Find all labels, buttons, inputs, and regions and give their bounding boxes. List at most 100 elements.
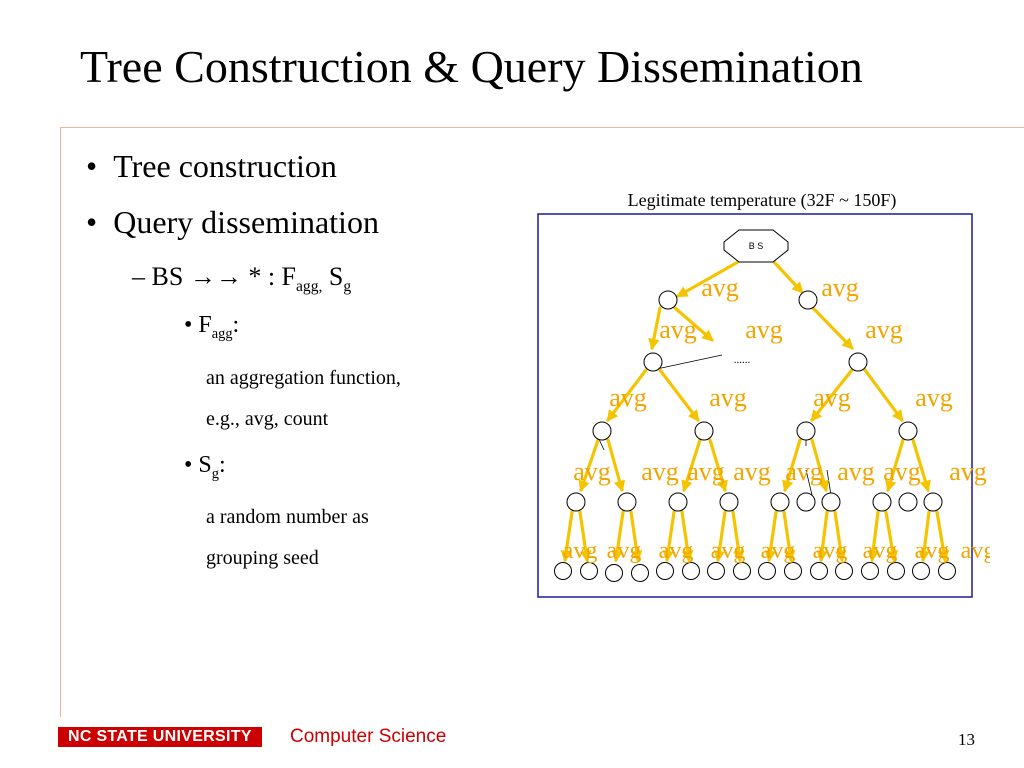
dissemination-arrow	[863, 368, 904, 422]
avg-label: avg	[915, 383, 953, 412]
dissemination-arrow	[708, 438, 728, 493]
avg-label: avg	[813, 383, 851, 412]
root-node-bs	[723, 229, 789, 263]
bullet-f-agg: • Fagg:	[184, 312, 239, 343]
sub-bullet-bs: – BS →→ * : Fagg, Sg	[132, 262, 351, 296]
f-text: F	[198, 312, 212, 338]
dissemination-arrow	[810, 368, 854, 422]
sensor-node-level-5	[707, 562, 725, 580]
sensor-node-level-3	[694, 421, 714, 441]
sensor-node-level-4	[617, 492, 637, 512]
avg-label: avg	[711, 538, 746, 564]
sensor-node-level-1	[658, 290, 678, 310]
avg-label: avg	[761, 538, 796, 564]
avg-label: avg	[609, 383, 647, 412]
sensor-node-level-4	[719, 492, 739, 512]
dissemination-arrow	[935, 510, 950, 563]
avg-label: avg	[563, 538, 598, 564]
colon: :	[218, 452, 226, 478]
sensor-node-level-5	[912, 562, 930, 580]
bullet-text: Tree construction	[113, 148, 337, 184]
dissemination-arrow	[764, 510, 778, 563]
sensor-node-level-3	[898, 421, 918, 441]
sensor-node-level-5	[580, 562, 598, 580]
dissemination-arrow	[611, 510, 625, 563]
bullet-tree-construction: • Tree construction	[86, 148, 337, 185]
bullet-dot: •	[184, 312, 193, 338]
g-subscript: g	[211, 465, 219, 482]
avg-label: avg	[709, 383, 747, 412]
dissemination-arrow	[782, 510, 796, 563]
bullet-dot: •	[86, 148, 98, 184]
target-text: * : F	[241, 262, 296, 291]
dissemination-arrow	[713, 510, 727, 563]
dissemination-arrow	[578, 510, 592, 563]
sensor-node-level-4	[923, 492, 943, 512]
slide-title: Tree Construction & Query Dissemination	[80, 41, 863, 92]
avg-label: avg	[659, 315, 697, 344]
avg-label: avg	[961, 538, 990, 564]
sensor-node-level-5	[758, 562, 776, 580]
left-divider	[60, 127, 61, 717]
sensor-node-level-4	[898, 492, 918, 512]
g-subscript: g	[343, 278, 352, 296]
dissemination-arrow	[867, 510, 880, 563]
bullet-query-dissemination: • Query dissemination	[86, 204, 379, 241]
s-g-desc-1: a random number as	[206, 506, 369, 528]
avg-label: avg	[641, 457, 679, 486]
dissemination-arrow	[816, 510, 829, 563]
s-text: S	[198, 452, 212, 478]
avg-label: avg	[813, 538, 848, 564]
dissemination-arrow	[673, 306, 714, 342]
dissemination-arrow	[782, 438, 802, 493]
bullet-dot: •	[184, 452, 193, 478]
bs-text: BS	[151, 262, 190, 291]
bullet-dot: •	[86, 204, 98, 240]
dissemination-arrow	[606, 368, 648, 422]
avg-label: avg	[701, 273, 739, 302]
page-number: 13	[958, 730, 975, 749]
tree-edge	[805, 469, 813, 496]
sensor-node-level-2	[643, 352, 663, 372]
dissemination-arrow	[811, 306, 854, 350]
avg-label: avg	[659, 538, 694, 564]
avg-label: avg	[863, 538, 898, 564]
dissemination-arrow	[560, 510, 574, 563]
avg-label: avg	[865, 315, 903, 344]
tree-edges	[560, 260, 950, 563]
sensor-node-level-4	[770, 492, 790, 512]
avg-label: avg	[821, 273, 859, 302]
dissemination-arrow	[911, 438, 931, 493]
dissemination-arrow	[810, 438, 830, 493]
f-agg-desc-1: an aggregation function,	[206, 367, 401, 389]
avg-label: avg	[745, 315, 783, 344]
avg-label: avg	[883, 457, 921, 486]
aggregation-tree-diagram: Legitimate temperature (32F ~ 150F) B S …	[537, 190, 990, 598]
agg-subscript: agg	[211, 325, 233, 342]
university-logo: NC STATE UNIVERSITY	[58, 727, 262, 747]
arrows-icon: →→	[189, 262, 242, 291]
dissemination-arrow	[658, 368, 700, 422]
sensor-node-level-5	[887, 562, 905, 580]
tree-nodes: B S	[554, 229, 956, 582]
dissemination-arrow	[675, 260, 740, 298]
dissemination-arrow	[680, 510, 694, 563]
sensor-node-level-4	[821, 492, 841, 512]
bullet-s-g: • Sg:	[184, 452, 226, 483]
dissemination-arrow	[681, 438, 702, 493]
sensor-node-level-5	[605, 564, 623, 582]
dissemination-arrow	[648, 306, 662, 351]
avg-label: avg	[607, 538, 642, 564]
avg-label: avg	[687, 457, 725, 486]
sensor-node-level-5	[682, 562, 700, 580]
sensor-node-level-5	[784, 562, 802, 580]
dissemination-arrow	[731, 510, 745, 563]
sensor-node-level-1	[798, 290, 818, 310]
diagram-frame	[537, 213, 973, 598]
tree-edge	[651, 354, 723, 371]
dissemination-arrow	[772, 260, 804, 294]
sensor-node-level-5	[554, 562, 572, 580]
sensor-node-level-5	[631, 564, 649, 582]
dissemination-arrow	[578, 438, 600, 493]
